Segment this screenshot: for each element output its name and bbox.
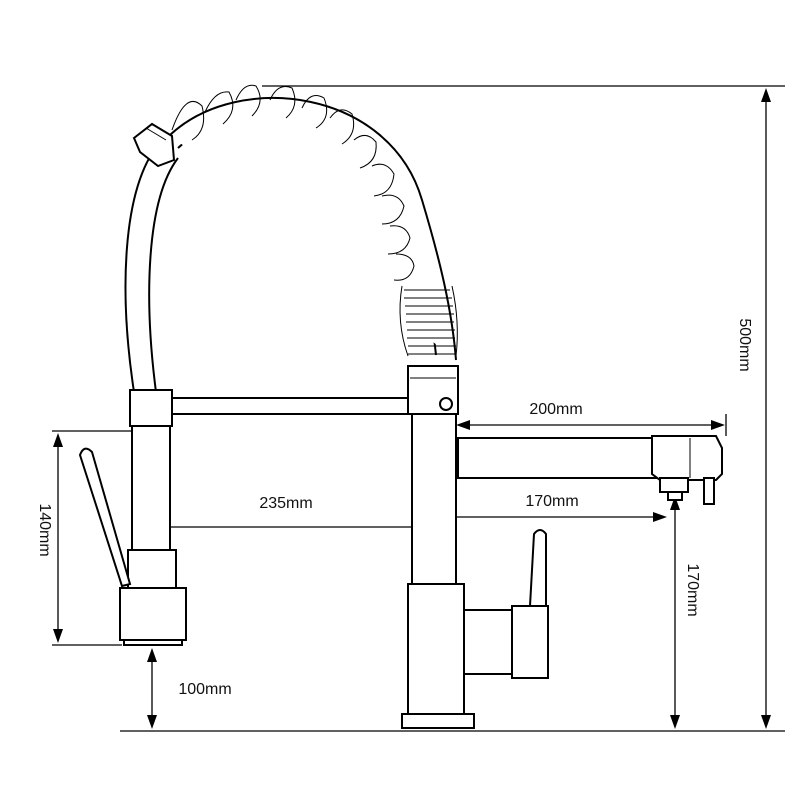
body-top-collar (407, 365, 459, 415)
dimension-arrows (53, 88, 771, 729)
spray-holder-collar (129, 389, 173, 427)
arrowhead (53, 629, 63, 643)
spout-arm (457, 437, 659, 479)
spring-coil (171, 84, 458, 357)
arrowhead (53, 433, 63, 447)
spout-aerator (667, 491, 683, 501)
spout-head (651, 435, 723, 481)
spray-holder-base (119, 587, 187, 641)
left-lever-handle (78, 447, 132, 588)
handle-hub (463, 609, 513, 675)
body-column (411, 413, 457, 585)
hose-left-outer (124, 141, 161, 393)
arrowhead (711, 420, 725, 430)
spout-outlet (659, 477, 689, 493)
arrowhead (761, 715, 771, 729)
dimension-label-spout-reach: 200mm (529, 401, 582, 418)
arrowhead (670, 496, 680, 510)
arrowhead (456, 420, 470, 430)
handle-cap (511, 605, 549, 679)
arrowhead (147, 648, 157, 662)
spray-holder-column (131, 425, 171, 551)
spray-holder-sleeve (127, 549, 177, 589)
dimension-label-handle-height: 140mm (36, 503, 53, 556)
arrowhead (147, 715, 157, 729)
faucet-drawing (78, 84, 723, 729)
dimension-label-outlet-height: 170mm (684, 563, 701, 616)
dimension-label-total-height: 500mm (736, 318, 753, 371)
arrowhead (653, 512, 667, 522)
spray-holder-bottom (123, 639, 183, 646)
hose-left-inner (148, 157, 179, 393)
arrowhead (670, 715, 680, 729)
dimension-label-body-to-outlet: 170mm (525, 493, 578, 510)
arrowhead (761, 88, 771, 102)
dimension-label-spray-to-body: 235mm (259, 495, 312, 512)
collar-button (439, 397, 453, 411)
spray-nozzle (132, 122, 176, 168)
spout-toggle (703, 477, 715, 505)
body-base (407, 583, 465, 715)
right-lever-handle (528, 529, 547, 607)
hose-right-inner (169, 97, 457, 361)
dimension-label-base-height: 100mm (178, 681, 231, 698)
connecting-rod (171, 397, 411, 415)
body-mount-plate (401, 713, 475, 729)
